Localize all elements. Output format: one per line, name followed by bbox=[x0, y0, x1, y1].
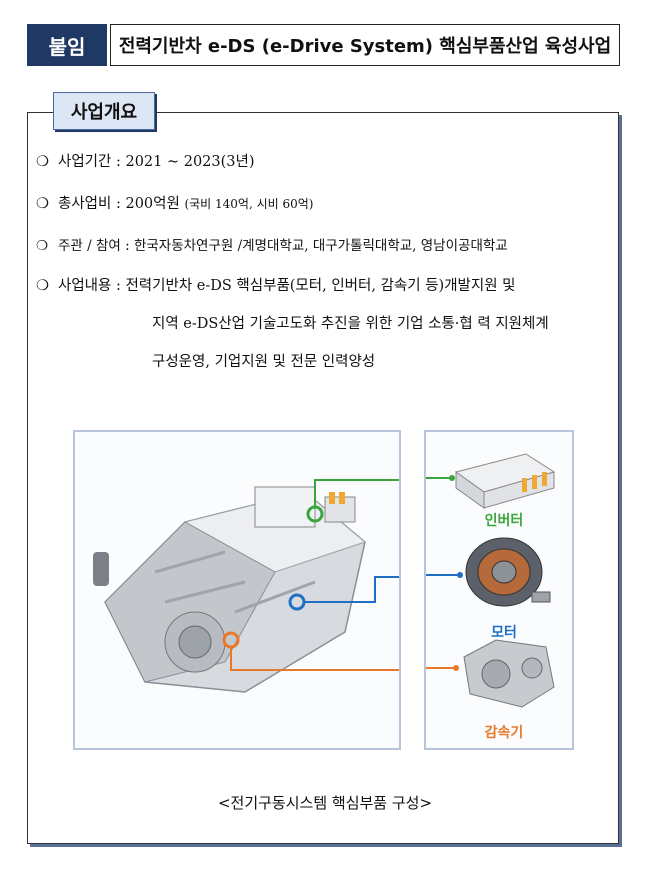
motor-image bbox=[465, 537, 551, 607]
inverter-image bbox=[454, 453, 556, 509]
item-content-line1: 사업내용 : 전력기반차 e-DS 핵심부품(모터, 인버터, 감속기 등)개발… bbox=[58, 278, 516, 294]
section-label: 사업개요 bbox=[53, 92, 155, 130]
reducer-image bbox=[463, 639, 555, 708]
attachment-tag: 붙임 bbox=[27, 24, 107, 66]
edrive-system-image bbox=[73, 430, 401, 750]
item-content-line3: 구성운영, 기업지원 및 전문 인력양성 bbox=[152, 354, 376, 370]
figure-caption: <전기구동시스템 핵심부품 구성> bbox=[217, 794, 433, 812]
item-budget-text: 총사업비 : 200억원 bbox=[58, 196, 180, 212]
item-budget-note: (국비 140억, 시비 60억) bbox=[184, 197, 314, 211]
bullet-icon: ❍ bbox=[36, 238, 49, 254]
item-org-text: 주관 / 참여 : 한국자동차연구원 /계명대학교, 대구가톨릭대학교, 영남이… bbox=[58, 238, 508, 254]
components-illustration bbox=[426, 453, 556, 708]
components-panel: 인버터 모터 감속기 bbox=[424, 430, 574, 750]
item-period: ❍ 사업기간 : 2021 ~ 2023(3년) bbox=[36, 150, 255, 171]
item-content-line2: 지역 e-DS산업 기술고도화 추진을 위한 기업 소통·협 력 지원체계 bbox=[152, 316, 549, 332]
edrive-assembly-illustration bbox=[93, 479, 399, 693]
reducer-label: 감속기 bbox=[484, 725, 524, 741]
bullet-icon: ❍ bbox=[36, 196, 49, 212]
document-title: 전력기반차 e-DS (e-Drive System) 핵심부품산업 육성사업 bbox=[110, 24, 620, 66]
item-org: ❍ 주관 / 참여 : 한국자동차연구원 /계명대학교, 대구가톨릭대학교, 영남… bbox=[36, 234, 508, 254]
inverter-label: 인버터 bbox=[484, 513, 524, 529]
item-period-text: 사업기간 : 2021 ~ 2023(3년) bbox=[58, 154, 255, 170]
bullet-icon: ❍ bbox=[36, 278, 49, 294]
item-budget: ❍ 총사업비 : 200억원 (국비 140억, 시비 60억) bbox=[36, 192, 313, 213]
item-content: ❍ 사업내용 : 전력기반차 e-DS 핵심부품(모터, 인버터, 감속기 등)개… bbox=[36, 274, 516, 295]
motor-label: 모터 bbox=[491, 625, 517, 641]
bullet-icon: ❍ bbox=[36, 154, 49, 170]
